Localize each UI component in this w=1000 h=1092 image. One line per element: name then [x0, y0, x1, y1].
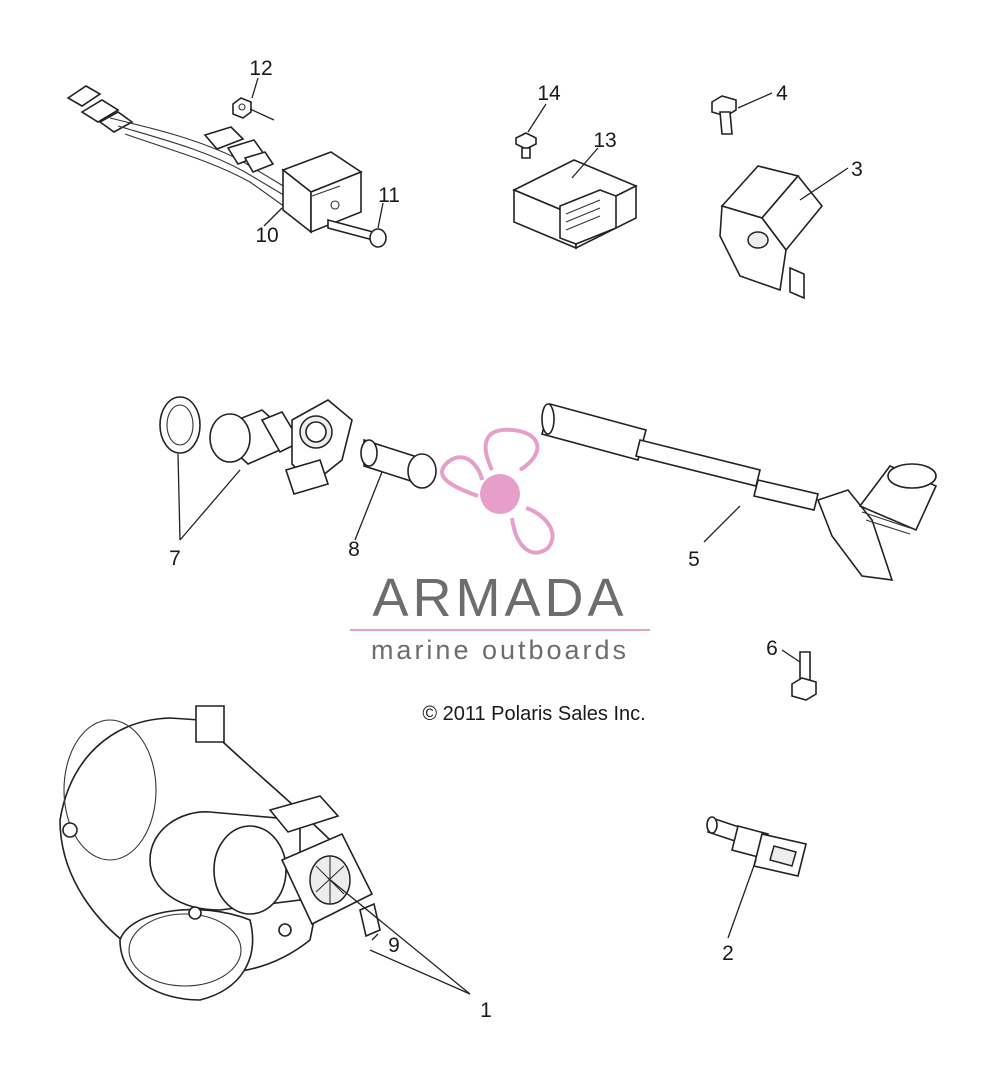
- probe-sensor-part-5: [541, 403, 938, 581]
- throttle-body-part-1: [59, 705, 374, 1001]
- callout-9: 9: [388, 934, 400, 957]
- callout-7: 7: [169, 547, 181, 570]
- bolt-part-4: [711, 95, 737, 135]
- callout-3: 3: [851, 158, 863, 181]
- leader-lines: [177, 77, 849, 995]
- callout-1: 1: [480, 999, 492, 1022]
- watermark-brand: ARMADA: [372, 568, 628, 628]
- armada-propeller-logo: [440, 427, 555, 555]
- callout-2: 2: [722, 942, 734, 965]
- callout-10: 10: [255, 224, 278, 247]
- temp-sensor-part-2: [706, 816, 807, 877]
- bolt-part-6: [791, 651, 817, 701]
- callout-5: 5: [688, 548, 700, 571]
- copyright-text: © 2011 Polaris Sales Inc.: [422, 703, 646, 725]
- nut-part-12: [232, 97, 275, 121]
- relay-module-part-13: [512, 159, 638, 250]
- connector-part-9: [359, 902, 381, 938]
- wire-harness-module: [66, 85, 363, 234]
- callout-14: 14: [537, 82, 561, 105]
- callout-13: 13: [593, 129, 616, 152]
- speed-sensor-part-7: [209, 399, 353, 495]
- callout-8: 8: [348, 538, 360, 561]
- callout-11: 11: [378, 184, 400, 207]
- sleeve-part-8: [360, 438, 437, 489]
- callout-12: 12: [249, 57, 272, 80]
- callout-4: 4: [776, 82, 788, 105]
- screw-part-14: [515, 132, 537, 159]
- o-ring-part-7: [159, 396, 201, 454]
- copyright-line: © 2011 Polaris Sales Inc.: [0, 703, 1000, 726]
- watermark-divider: [350, 629, 650, 631]
- callout-6: 6: [766, 637, 778, 660]
- callout-labels: 1 2 3 4 5 6 7 8 9 10 11 12 13 14: [169, 57, 863, 1022]
- watermark-tagline: marine outboards: [370, 635, 630, 665]
- map-sensor-part-3: [719, 165, 824, 300]
- screw-part-11: [327, 218, 387, 248]
